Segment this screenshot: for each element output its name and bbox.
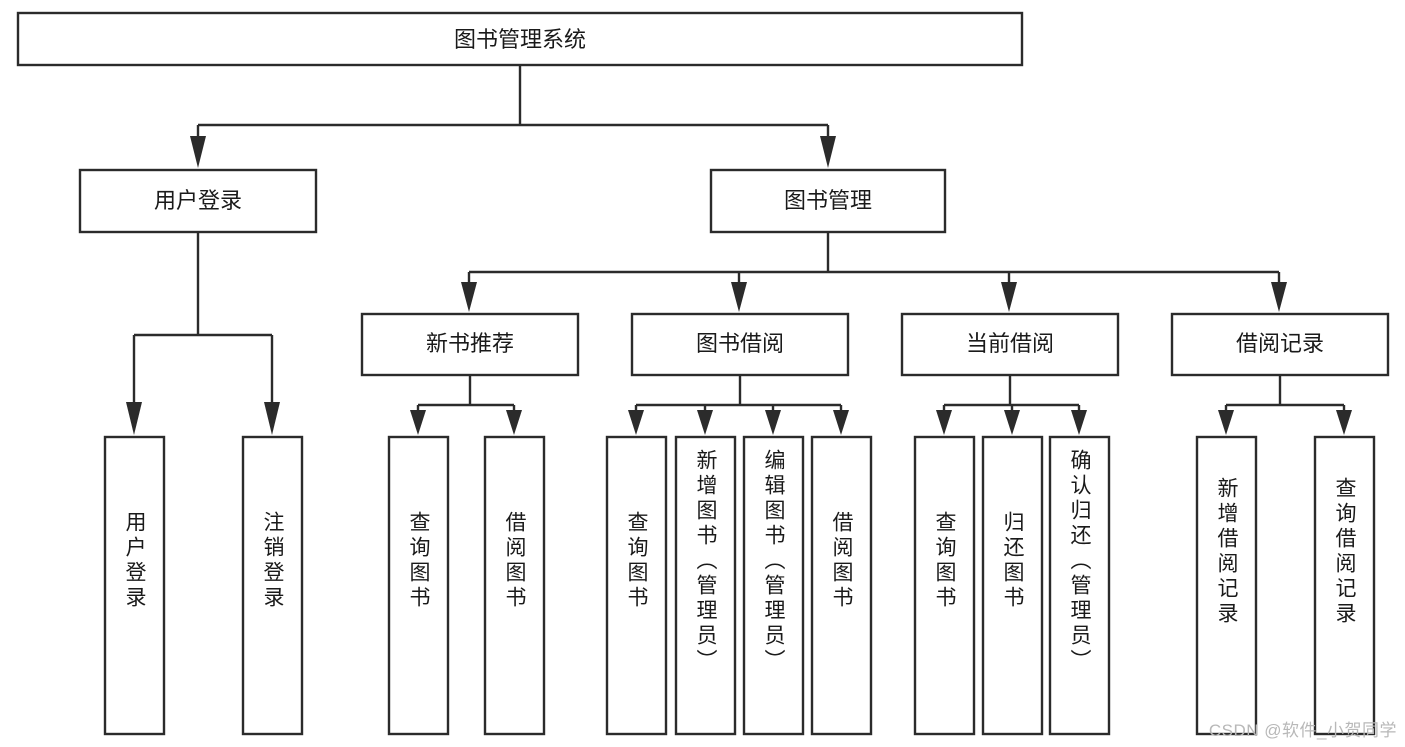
arrowhead-leaf-1 [126,402,142,435]
leaf-box-add-borrow-record[interactable] [1195,435,1258,736]
connectors-userlogin-to-leaves [126,232,280,435]
connectors-bookmgmt-to-level3 [461,232,1287,312]
node-borrow-record-label: 借阅记录 [1236,331,1324,356]
csdn-watermark: CSDN @软件_小贺同学 [1208,721,1397,740]
leaf-box-edit-book-admin[interactable] [742,435,805,736]
leaf-box-query-book-2[interactable] [605,435,668,736]
node-borrow-record-box[interactable] [1170,312,1390,377]
node-new-book-recommend-label: 新书推荐 [426,331,514,356]
node-book-management-box[interactable] [709,168,947,234]
leaf-box-query-borrow-record[interactable] [1313,435,1376,736]
node-book-borrow-label: 图书借阅 [696,331,784,356]
connectors-root-to-level2 [190,65,836,168]
arrowhead-current-borrow [1001,282,1017,312]
leaf-box-logout[interactable] [241,435,304,736]
arrowhead-borrow-book [731,282,747,312]
node-current-borrow-label: 当前借阅 [966,331,1054,356]
leaf-box-query-book-1[interactable] [387,435,450,736]
arrowhead-borrow-record [1271,282,1287,312]
arrowhead-leaf-2 [264,402,280,435]
node-root-box[interactable] [16,11,1024,67]
arrowhead-book-mgmt [820,136,836,168]
arrowhead-leaf-8 [833,410,849,435]
arrowhead-leaf-13 [1336,410,1352,435]
node-borrow-record[interactable]: 借阅记录 [1170,312,1390,377]
node-book-management-label: 图书管理 [784,188,872,213]
leaf-box-borrow-book-2[interactable] [810,435,873,736]
arrowhead-leaf-7 [765,410,781,435]
node-user-login-box[interactable] [78,168,318,234]
arrowhead-leaf-12 [1218,410,1234,435]
arrowhead-user-login [190,136,206,168]
arrowhead-leaf-5 [628,410,644,435]
leaf-box-user-login[interactable] [103,435,166,736]
arrowhead-leaf-10 [1004,410,1020,435]
leaf-boxes [103,435,1376,736]
node-root-label: 图书管理系统 [454,27,586,52]
node-book-borrow[interactable]: 图书借阅 [630,312,850,377]
arrowhead-leaf-3 [410,410,426,435]
connectors-borrowrecord-to-leaves [1218,375,1352,435]
node-book-management[interactable]: 图书管理 [709,168,947,234]
connectors-borrowbook-to-leaves [628,375,849,435]
leaf-box-confirm-return-admin[interactable] [1048,435,1111,736]
node-current-borrow-box[interactable] [900,312,1120,377]
node-user-login[interactable]: 用户登录 [78,168,318,234]
arrowhead-leaf-4 [506,410,522,435]
node-current-borrow[interactable]: 当前借阅 [900,312,1120,377]
node-root[interactable]: 图书管理系统 [16,11,1024,67]
leaf-box-query-book-3[interactable] [913,435,976,736]
connectors-newbook-to-leaves [410,375,522,435]
arrowhead-leaf-11 [1071,410,1087,435]
arrowhead-leaf-9 [936,410,952,435]
connectors-currentborrow-to-leaves [936,375,1087,435]
arrowhead-new-book [461,282,477,312]
leaf-box-return-book[interactable] [981,435,1044,736]
leaf-box-add-book-admin[interactable] [674,435,737,736]
node-user-login-label: 用户登录 [154,188,242,213]
node-new-book-recommend[interactable]: 新书推荐 [360,312,580,377]
leaf-box-borrow-book-1[interactable] [483,435,546,736]
node-book-borrow-box[interactable] [630,312,850,377]
arrowhead-leaf-6 [697,410,713,435]
node-new-book-recommend-box[interactable] [360,312,580,377]
